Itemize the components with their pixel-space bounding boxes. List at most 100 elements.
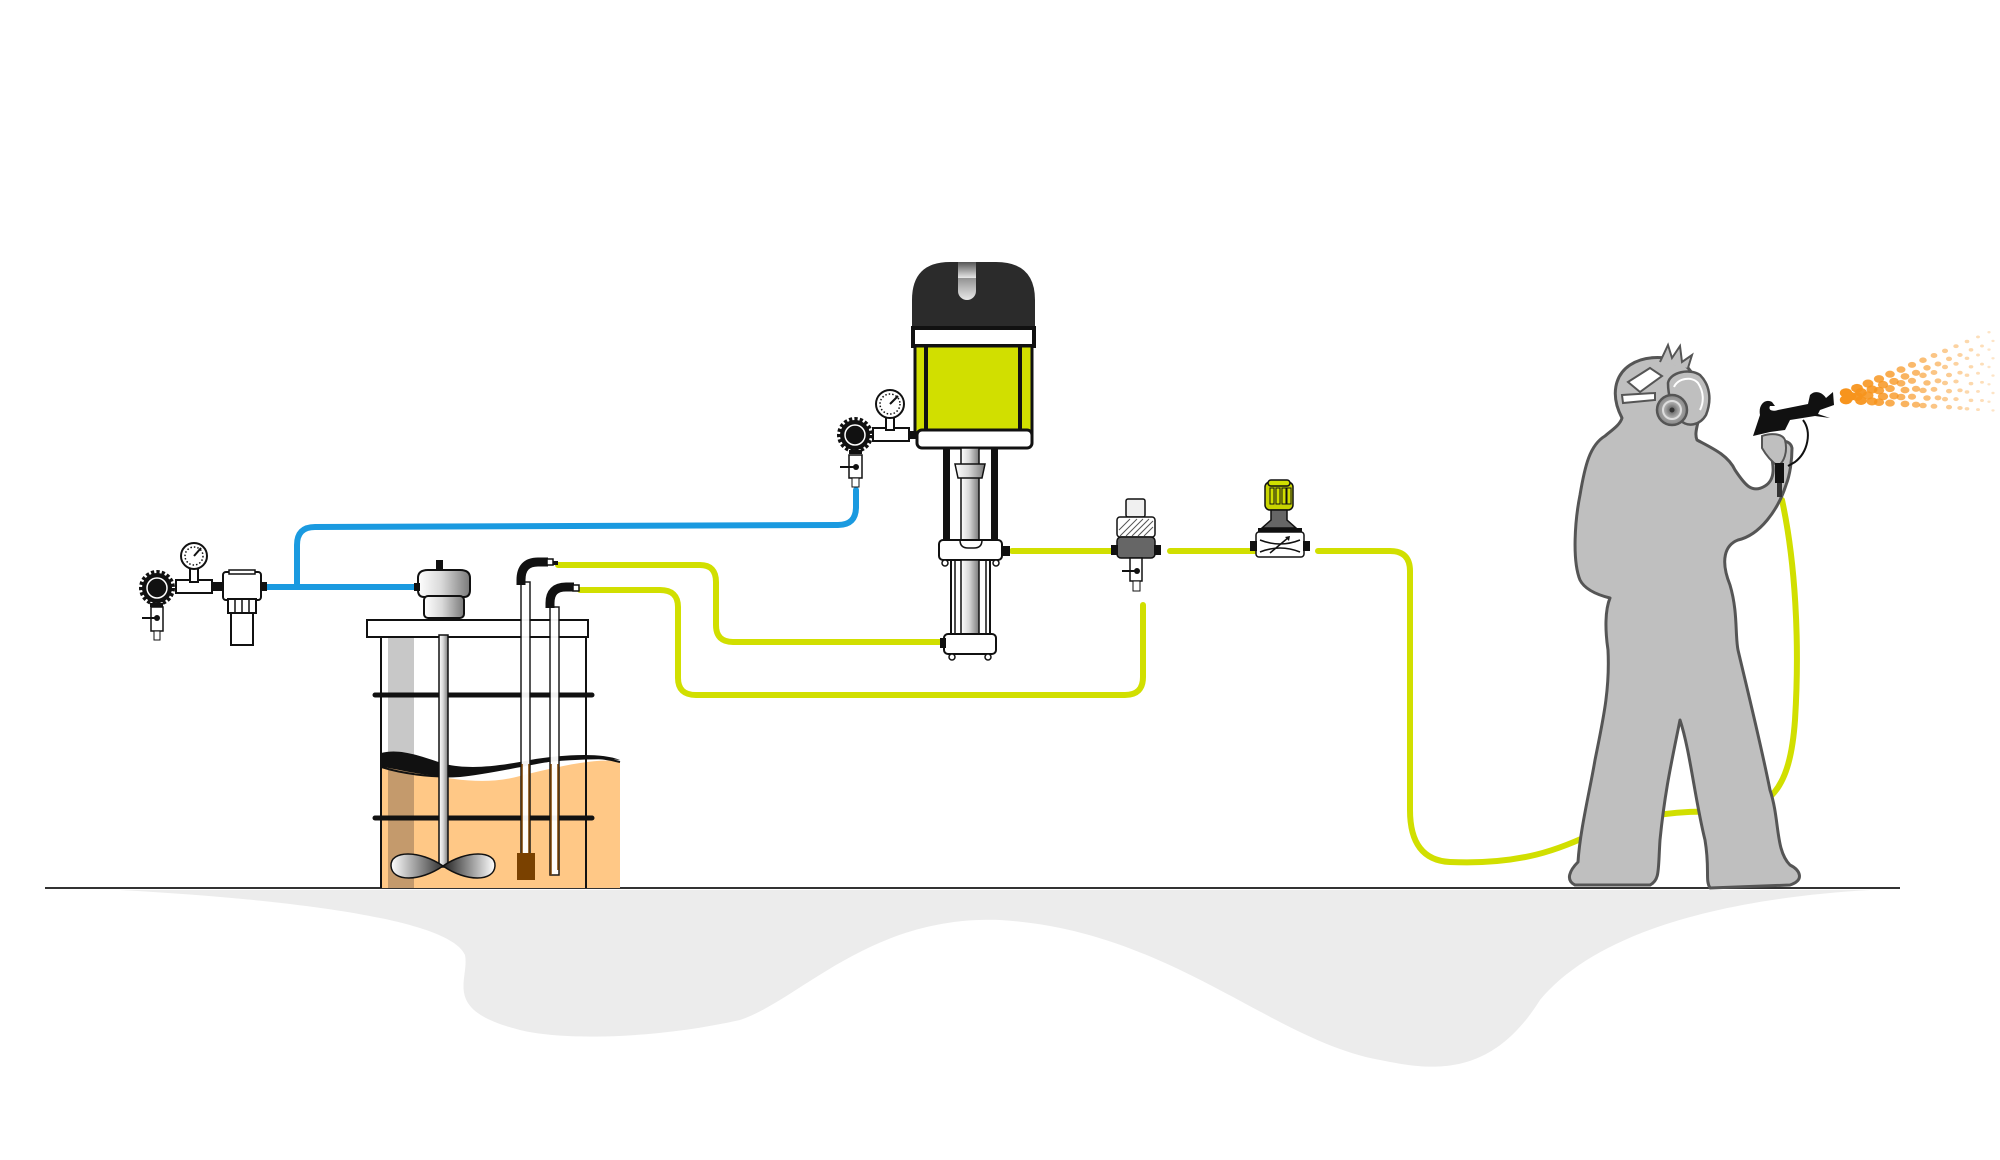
- air-motor-pump: [911, 262, 1036, 661]
- spray-droplet: [1945, 372, 1953, 378]
- spray-droplet: [1980, 399, 1984, 402]
- spray-droplet: [1953, 344, 1959, 349]
- return-line: [577, 587, 1146, 698]
- spray-droplet: [1885, 399, 1895, 407]
- spray-droplet: [1987, 365, 1991, 369]
- fluid-filter: [1111, 498, 1161, 592]
- spray-pattern: [1839, 331, 1995, 412]
- spray-droplet: [1934, 378, 1942, 384]
- air-regulator-knob[interactable]: [139, 570, 175, 606]
- spray-droplet: [1987, 383, 1991, 386]
- spray-droplet: [1987, 331, 1991, 334]
- spray-droplet: [1855, 396, 1867, 405]
- spray-droplet: [1991, 391, 1995, 395]
- pump-air-regulator-assembly: [837, 389, 921, 488]
- spray-droplet: [1877, 392, 1889, 401]
- fluid-drain-valve[interactable]: [1122, 557, 1143, 592]
- spray-droplet: [1911, 385, 1921, 392]
- agitator-paddle-left: [390, 853, 445, 879]
- spray-droplet: [1953, 379, 1959, 384]
- suction-tube: [516, 557, 558, 880]
- spray-droplet: [1885, 385, 1895, 393]
- spray-droplet: [1923, 365, 1931, 371]
- air-supply-line: [294, 487, 859, 590]
- spray-droplet: [1991, 357, 1995, 360]
- spray-droplet: [1953, 397, 1959, 402]
- agitator-paddle-right: [441, 853, 496, 879]
- spray-droplet: [1941, 364, 1949, 370]
- spray-droplet: [1976, 408, 1980, 412]
- spray-droplet: [1964, 407, 1970, 411]
- spray-droplet: [1907, 361, 1917, 368]
- agitator-motor: [414, 560, 471, 619]
- spray-droplet: [1945, 356, 1953, 362]
- spray-droplet: [1968, 398, 1974, 403]
- fluid-pressure-regulator: [1250, 479, 1310, 558]
- respirator-icon: [1655, 370, 1711, 427]
- spray-droplet: [1991, 374, 1995, 377]
- spray-droplet: [1941, 396, 1949, 402]
- spray-droplet: [1964, 339, 1970, 344]
- pump-air-regulator-knob[interactable]: [837, 417, 873, 453]
- material-drum: [366, 619, 621, 888]
- spray-droplet: [1957, 353, 1963, 357]
- pump-inlet-block: [943, 633, 997, 655]
- spray-droplet: [1896, 366, 1906, 373]
- air-drain-valve[interactable]: [142, 603, 164, 641]
- operator: [1567, 342, 1801, 890]
- air-pressure-gauge: [180, 542, 208, 570]
- return-tube: [545, 582, 580, 876]
- spray-droplet: [1900, 400, 1910, 408]
- spray-droplet: [1991, 339, 1995, 343]
- spray-droplet: [1930, 386, 1938, 392]
- spray-droplet: [1976, 371, 1980, 375]
- spray-droplet: [1957, 370, 1963, 375]
- spray-droplet: [1945, 388, 1953, 394]
- spray-droplet: [1873, 398, 1885, 407]
- spray-droplet: [1945, 404, 1953, 410]
- spray-droplet: [1900, 373, 1910, 380]
- air-lines: [261, 487, 859, 590]
- spray-droplet: [1889, 392, 1899, 400]
- agitator-shaft: [438, 634, 449, 868]
- spray-droplet: [1930, 369, 1938, 376]
- spray-droplet: [1941, 380, 1949, 386]
- drum-lid: [366, 619, 589, 638]
- spray-droplet: [1957, 406, 1963, 410]
- spray-droplet: [1873, 375, 1885, 383]
- spray-droplet: [1930, 352, 1938, 359]
- spray-droplet: [1877, 380, 1889, 389]
- spray-droplet: [1900, 386, 1910, 394]
- spray-droplet: [1964, 390, 1970, 394]
- agitator: [390, 560, 496, 879]
- fluid-regulator-knob[interactable]: [1264, 479, 1294, 511]
- spray-droplet: [1976, 335, 1980, 339]
- air-filter: [222, 569, 267, 646]
- spray-droplet: [1911, 401, 1921, 408]
- spray-droplet: [1968, 381, 1974, 386]
- spray-droplet: [1941, 348, 1949, 354]
- floor-shadow: [120, 890, 1870, 1067]
- operator-body: [1567, 356, 1801, 890]
- spray-droplet: [1911, 369, 1921, 376]
- spray-droplet: [1953, 361, 1959, 366]
- operator-hand: [1761, 433, 1788, 468]
- spray-droplet: [1968, 348, 1974, 352]
- spray-droplet: [1919, 372, 1927, 379]
- spray-droplet: [1957, 388, 1963, 393]
- spray-droplet: [1980, 362, 1984, 366]
- spray-droplet: [1968, 365, 1974, 369]
- air-regulator-assembly: [139, 542, 267, 646]
- spray-droplet: [1976, 389, 1980, 393]
- pump-air-drain-valve[interactable]: [840, 450, 863, 488]
- spray-droplet: [1976, 353, 1980, 357]
- spray-droplet: [1980, 380, 1984, 384]
- spray-droplet: [1873, 386, 1885, 395]
- spray-droplet: [1885, 370, 1895, 378]
- spray-gun[interactable]: [1753, 392, 1834, 497]
- spray-droplet: [1889, 377, 1899, 385]
- pump-motor-body: [913, 344, 1034, 436]
- spray-droplet: [1934, 361, 1942, 367]
- spray-droplet: [1934, 395, 1942, 401]
